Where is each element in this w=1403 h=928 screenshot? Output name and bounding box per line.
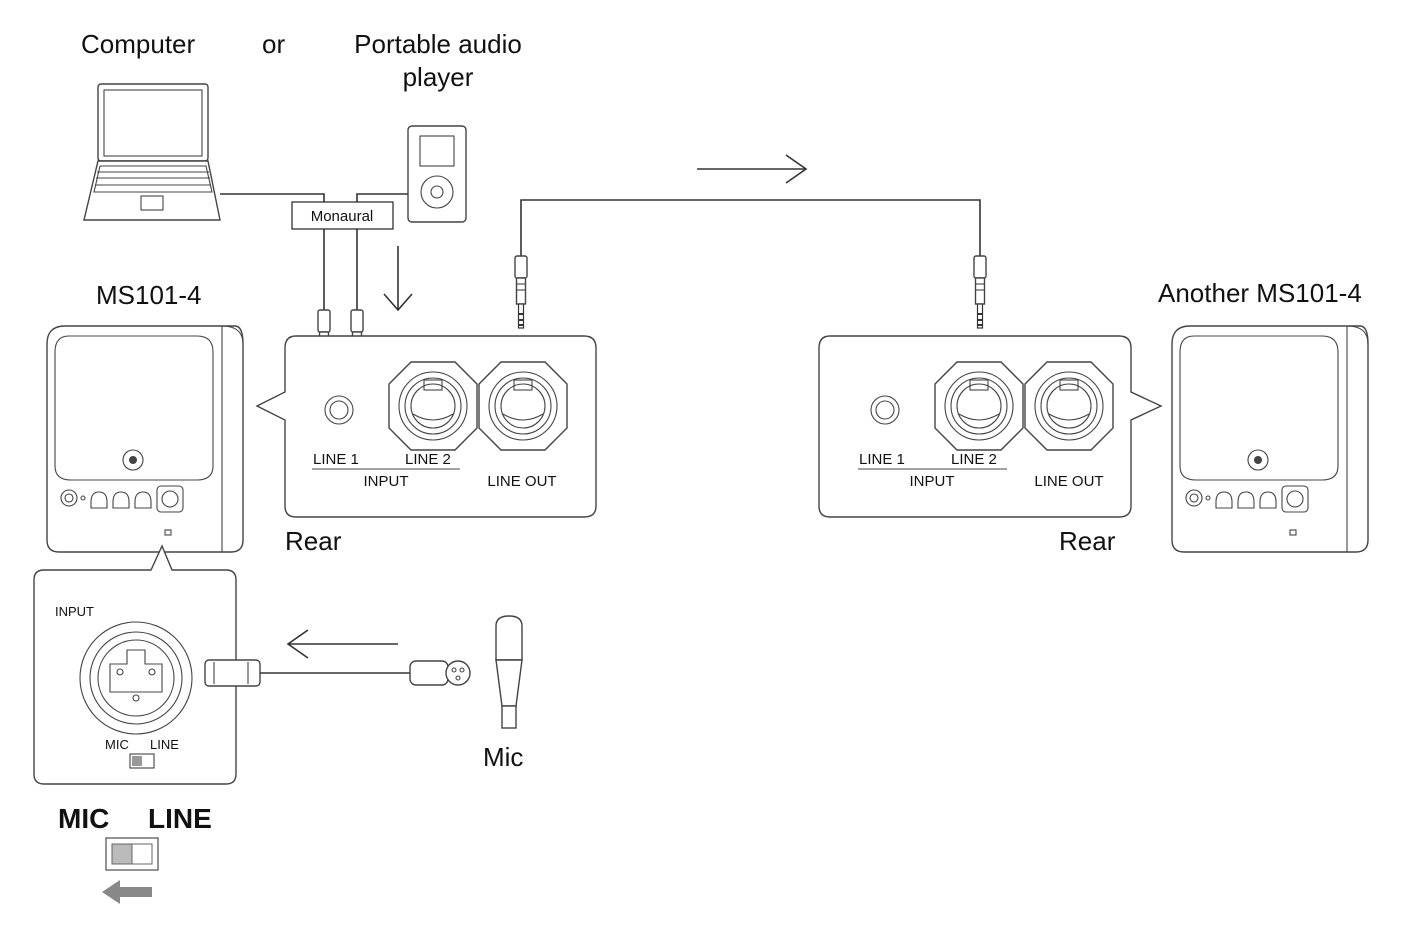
- front-line-label: LINE: [150, 737, 179, 752]
- mic-icon: [495, 615, 523, 729]
- mic-line-switch: [105, 837, 159, 871]
- switch-line-label: LINE: [148, 803, 212, 834]
- input-label-right: INPUT: [910, 473, 955, 490]
- laptop-icon: [83, 83, 221, 221]
- down-arrow-icon: [383, 246, 413, 312]
- lineout-label-left: LINE OUT: [487, 473, 556, 490]
- portable-player-label-line1: Portable audio: [354, 29, 522, 59]
- front-input-label: INPUT: [55, 604, 94, 619]
- input-label-left: INPUT: [364, 473, 409, 490]
- ms101-label: MS101-4: [96, 280, 202, 310]
- switch-mic-label: MIC: [58, 803, 109, 834]
- xlr-female-plug-icon: [409, 660, 471, 686]
- right-rear-panel: [818, 335, 1163, 518]
- cable-player: [356, 193, 408, 310]
- lineout-plug: [514, 255, 528, 329]
- cable-computer: [220, 193, 325, 310]
- right-speaker-icon: [1171, 325, 1369, 553]
- rear-label-right: Rear: [1059, 526, 1116, 556]
- rear-label-left: Rear: [285, 526, 342, 556]
- left-rear-panel: [255, 335, 597, 518]
- front-mic-label: MIC: [105, 737, 129, 752]
- portable-player-icon: [407, 125, 467, 223]
- lineout-label-right: LINE OUT: [1034, 473, 1103, 490]
- line1-label-left: LINE 1: [313, 451, 359, 468]
- left-speaker-icon: [46, 325, 244, 553]
- portable-player-label-line2: player: [403, 62, 474, 92]
- line2-label-right: LINE 2: [951, 451, 997, 468]
- or-label: or: [262, 29, 285, 59]
- monaural-label: Monaural: [311, 208, 374, 225]
- computer-label: Computer: [81, 29, 195, 59]
- line2-remote-plug: [973, 255, 987, 329]
- mic-label: Mic: [483, 742, 523, 772]
- line1-label-right: LINE 1: [859, 451, 905, 468]
- xlr-male-plug-icon: [204, 659, 261, 687]
- line2-label-left: LINE 2: [405, 451, 451, 468]
- monaural-box: [291, 201, 394, 230]
- front-input-callout: [33, 544, 237, 785]
- link-cable: [520, 199, 981, 256]
- another-ms101-label: Another MS101-4: [1158, 278, 1362, 308]
- switch-arrow-icon: [102, 880, 152, 904]
- right-arrow-icon: [697, 154, 808, 184]
- left-arrow-icon: [286, 629, 398, 659]
